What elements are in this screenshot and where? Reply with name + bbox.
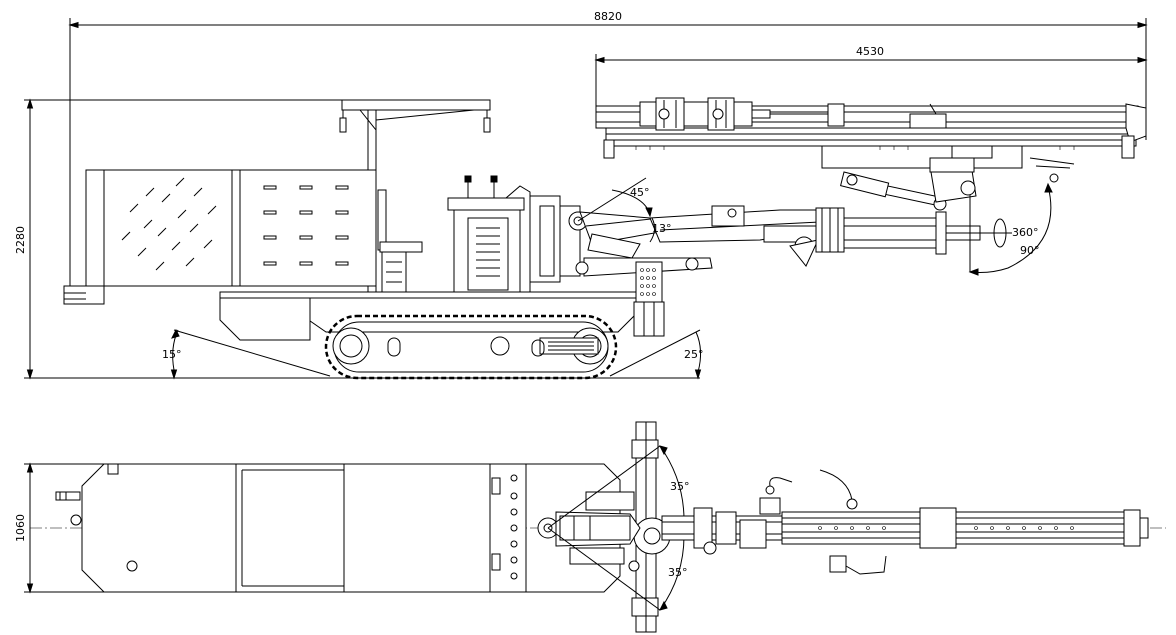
crawler-track bbox=[324, 314, 618, 380]
top-view-swing-frame bbox=[537, 421, 671, 633]
dimension-boom-length: 4530 bbox=[594, 45, 1148, 108]
top-view-boom bbox=[661, 469, 887, 575]
rear-power-unit bbox=[63, 169, 377, 305]
swing-angle-left: 35° bbox=[547, 445, 690, 529]
swing-angle-right: 35° bbox=[547, 527, 688, 611]
boom-assembly bbox=[559, 157, 1012, 337]
rear-approach-angle: 15° bbox=[162, 328, 331, 380]
height-label: 2280 bbox=[14, 226, 27, 254]
feed-rotation-angle: 360° 90° bbox=[968, 182, 1053, 276]
overall-length-label: 8820 bbox=[594, 10, 622, 23]
feed-beam bbox=[595, 97, 1147, 183]
rotation-partial-label: 90° bbox=[1020, 244, 1040, 257]
boom-lift-angle: 45° bbox=[577, 177, 653, 222]
control-console bbox=[447, 175, 531, 297]
boom-drop-angle-label: 13° bbox=[652, 222, 672, 235]
swing-right-angle-label: 35° bbox=[668, 566, 688, 579]
boom-drop-angle: 13° bbox=[649, 217, 672, 243]
swing-left-angle-label: 35° bbox=[670, 480, 690, 493]
dimension-overall-length: 8820 bbox=[68, 10, 1148, 300]
boom-lift-angle-label: 45° bbox=[630, 186, 650, 199]
rear-approach-angle-label: 15° bbox=[162, 348, 182, 361]
top-view-body bbox=[55, 463, 621, 593]
front-approach-angle: 25° bbox=[609, 329, 704, 380]
front-approach-angle-label: 25° bbox=[684, 348, 704, 361]
rotation-full-label: 360° bbox=[1012, 226, 1039, 239]
width-label: 1060 bbox=[14, 514, 27, 542]
operator-canopy bbox=[339, 99, 491, 292]
top-view-feed-beam bbox=[781, 507, 1149, 549]
boom-length-label: 4530 bbox=[856, 45, 884, 58]
operator-seat bbox=[377, 189, 423, 295]
